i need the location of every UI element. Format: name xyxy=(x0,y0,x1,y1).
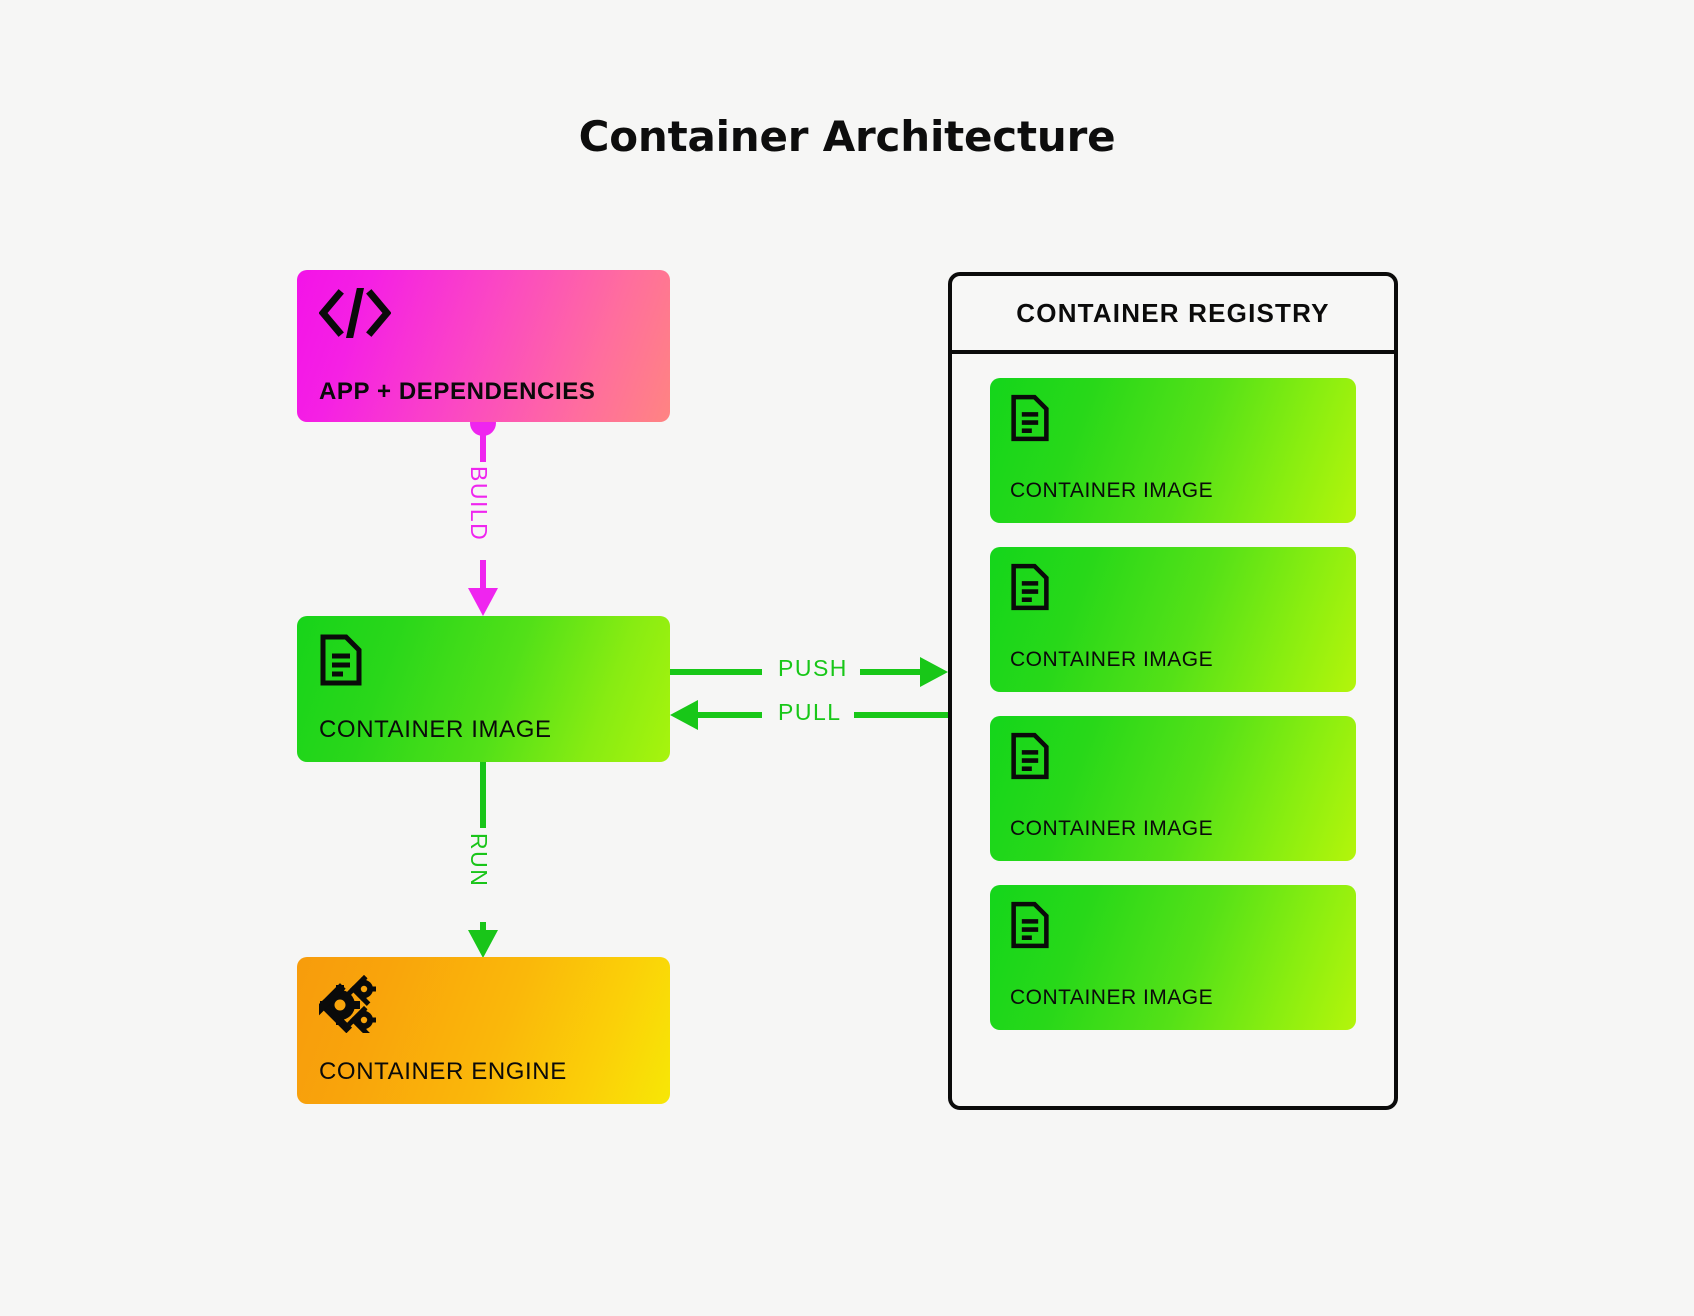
registry-card-label: CONTAINER IMAGE xyxy=(1010,986,1214,1009)
edge-label-pull: PULL xyxy=(766,699,854,726)
node-app-label: APP + DEPENDENCIES xyxy=(319,378,596,405)
registry-header: CONTAINER REGISTRY xyxy=(952,276,1394,354)
registry-image-card[interactable]: CONTAINER IMAGE xyxy=(990,885,1356,1030)
code-icon xyxy=(318,285,392,343)
node-engine-label: CONTAINER ENGINE xyxy=(319,1058,567,1085)
registry-card-label: CONTAINER IMAGE xyxy=(1010,817,1214,840)
document-icon xyxy=(1010,732,1050,785)
node-container-image[interactable]: CONTAINER IMAGE xyxy=(297,616,670,762)
container-registry-panel[interactable]: CONTAINER REGISTRY CONTAINER IMAGE xyxy=(948,272,1398,1110)
edge-label-build: BUILD xyxy=(466,466,492,542)
page-title: Container Architecture xyxy=(578,112,1116,161)
registry-card-list: CONTAINER IMAGE CONTAINER IMAGE xyxy=(952,354,1394,1106)
registry-image-card[interactable]: CONTAINER IMAGE xyxy=(990,378,1356,523)
node-container-engine[interactable]: CONTAINER ENGINE xyxy=(297,957,670,1104)
node-image-label: CONTAINER IMAGE xyxy=(319,716,552,743)
document-icon xyxy=(1010,563,1050,616)
edge-label-run: RUN xyxy=(466,833,492,888)
document-icon xyxy=(1010,394,1050,447)
document-icon xyxy=(319,634,363,691)
registry-card-label: CONTAINER IMAGE xyxy=(1010,479,1214,502)
document-icon xyxy=(1010,901,1050,954)
gears-icon xyxy=(311,974,381,1038)
node-app-dependencies[interactable]: APP + DEPENDENCIES xyxy=(297,270,670,422)
edge-label-push: PUSH xyxy=(766,655,860,682)
registry-image-card[interactable]: CONTAINER IMAGE xyxy=(990,716,1356,861)
registry-image-card[interactable]: CONTAINER IMAGE xyxy=(990,547,1356,692)
registry-card-label: CONTAINER IMAGE xyxy=(1010,648,1214,671)
registry-title: CONTAINER REGISTRY xyxy=(1016,297,1330,328)
